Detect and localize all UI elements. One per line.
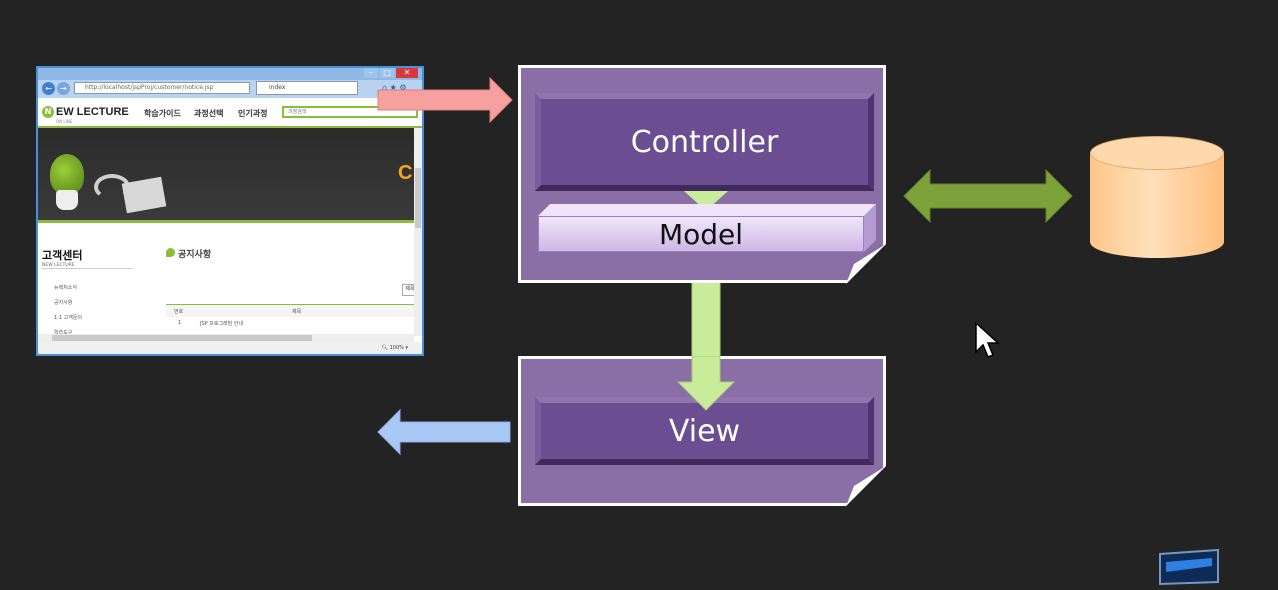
model-box-bevel <box>538 204 876 252</box>
browser-tab: index <box>256 81 358 95</box>
banner-letter: C <box>398 162 413 184</box>
plant-pot-image <box>56 190 78 210</box>
logo-mark: N <box>42 106 54 118</box>
request-arrow <box>377 76 513 124</box>
close-icon: ✕ <box>396 68 418 78</box>
site-logo-sub: ON LINE <box>56 119 73 124</box>
site-header: N EW LECTURE ON LINE 학습가이드 과정선택 인기과정 과정검… <box>38 98 422 128</box>
browser-titlebar <box>38 68 422 80</box>
controller-to-model-connector <box>684 191 728 211</box>
horizontal-scroll-thumb <box>52 335 312 341</box>
table-row: 1 JSP 프로그래밍 안내 <box>166 320 414 330</box>
table-header-title: 제목 <box>292 309 302 315</box>
view-panel-curl <box>846 466 886 506</box>
home-icon: ⌂ ★ ⚙ <box>382 83 407 92</box>
database-cylinder-top <box>1090 136 1224 170</box>
vertical-scroll-thumb <box>415 168 421 228</box>
model-to-view-arrow-head <box>676 356 736 411</box>
media-player-icon <box>1159 548 1219 586</box>
database-arrow <box>903 168 1073 224</box>
response-arrow <box>377 408 511 456</box>
plant-image <box>50 154 84 194</box>
content-title: 공지사항 <box>178 250 212 260</box>
window-controls: – □ ✕ <box>364 68 418 80</box>
row-number: 1 <box>178 320 182 326</box>
sidebar-subtitle: NEW LECTURE <box>42 263 75 268</box>
sidebar-item-inquiry: 1:1 고객문의 <box>54 315 83 321</box>
zoom-level: 100% <box>389 345 404 351</box>
zoom-icon: 🔍︎ <box>381 345 388 351</box>
notice-table-header: 번호 제목 <box>166 304 414 317</box>
menu-item-course: 과정선택 <box>194 109 224 118</box>
maximize-icon: □ <box>380 68 394 78</box>
browser-screenshot: – □ ✕ ← → http://localhost/jspProj/custo… <box>36 66 424 356</box>
vertical-scrollbar <box>414 128 422 336</box>
browser-toolbar: ← → http://localhost/jspProj/customer/no… <box>38 80 422 98</box>
model-box: Model <box>538 216 864 252</box>
sidebar-item-notice: 공지사항 <box>54 300 73 306</box>
chevron-down-icon: ▾ <box>405 345 408 351</box>
site-search-input: 과정검색 <box>282 106 418 118</box>
sidebar-item-tools: 학습도구 <box>54 330 73 336</box>
site-sidebar <box>38 223 146 333</box>
banner-divider <box>38 220 414 223</box>
table-header-number: 번호 <box>174 309 184 315</box>
browser-statusbar: 🔍︎ 100% ▾ <box>38 342 422 354</box>
site-banner <box>38 128 414 220</box>
minimize-icon: – <box>364 68 378 78</box>
menu-item-popular: 인기과정 <box>238 109 268 118</box>
mouse-cursor-icon <box>975 322 1000 358</box>
sidebar-title: 고객센터 <box>42 249 83 262</box>
controller-box: Controller <box>535 93 874 191</box>
controller-panel-curl <box>846 244 886 284</box>
sidebar-item-news: 뉴렉처소식 <box>54 285 78 291</box>
address-bar: http://localhost/jspProj/customer/notice… <box>74 82 250 94</box>
speech-bubble-icon <box>166 248 175 257</box>
site-logo: EW LECTURE <box>56 106 129 118</box>
row-title: JSP 프로그래밍 안내 <box>200 321 244 327</box>
forward-icon: → <box>57 82 70 95</box>
sidebar-divider <box>42 268 132 269</box>
back-icon: ← <box>42 82 55 95</box>
menu-item-guide: 학습가이드 <box>144 109 181 118</box>
